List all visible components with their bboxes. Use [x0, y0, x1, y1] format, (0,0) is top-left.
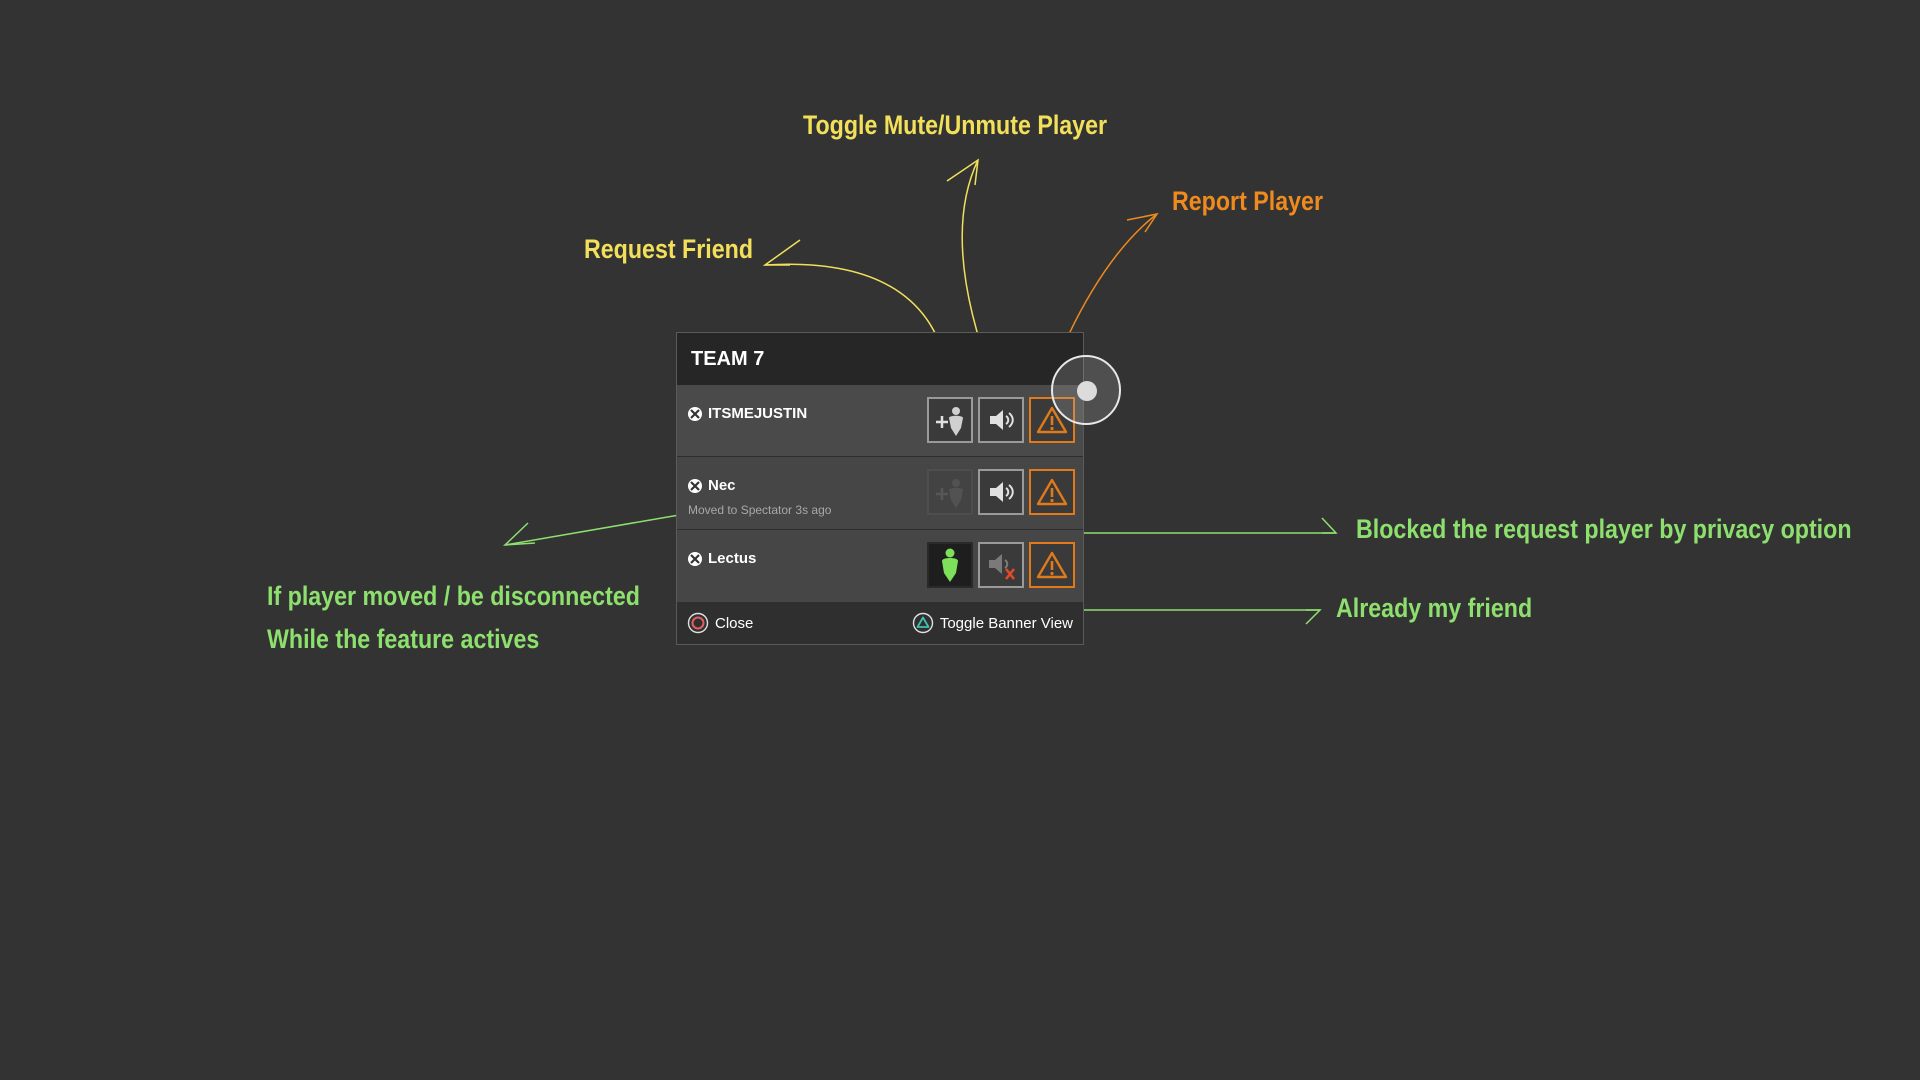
- player-status-text: Moved to Spectator 3s ago: [688, 503, 832, 517]
- xbox-icon: [688, 478, 702, 493]
- speaker-icon: [990, 482, 1014, 502]
- player-actions: [927, 469, 1075, 515]
- player-name: Lectus: [708, 550, 757, 567]
- player-row: Lectus: [677, 530, 1083, 603]
- close-label: Close: [715, 614, 754, 632]
- warning-triangle-icon: [1036, 551, 1068, 579]
- report-button[interactable]: [1029, 469, 1075, 515]
- mute-toggle-button[interactable]: [978, 397, 1024, 443]
- warning-triangle-icon: [1036, 406, 1068, 434]
- annotation-request-friend: Request Friend: [584, 234, 754, 264]
- player-name-group: Lectus: [688, 550, 756, 567]
- circle-button-icon: [687, 612, 709, 634]
- player-row: Nec Moved to Spectator 3s ago: [677, 457, 1083, 530]
- team-panel: TEAM 7 ITSMEJUSTIN: [676, 332, 1084, 645]
- triangle-button-icon: [912, 612, 934, 634]
- player-name-group: ITSMEJUSTIN: [688, 405, 807, 422]
- speaker-muted-icon: [989, 554, 1016, 580]
- mute-toggle-button[interactable]: [978, 542, 1024, 588]
- player-row: ITSMEJUSTIN: [677, 385, 1083, 457]
- request-friend-button-disabled: [927, 469, 973, 515]
- panel-title: TEAM 7: [691, 347, 765, 370]
- xbox-icon: [688, 551, 702, 566]
- speaker-icon: [990, 410, 1014, 430]
- player-name-group: Nec: [688, 477, 736, 494]
- toggle-banner-view-label: Toggle Banner View: [939, 614, 1073, 632]
- player-name: ITSMEJUSTIN: [708, 405, 808, 422]
- annotation-toggle-mute: Toggle Mute/Unmute Player: [803, 110, 1108, 140]
- panel-header: TEAM 7: [677, 333, 1083, 385]
- annotation-moved-line1: If player moved / be disconnected: [267, 581, 640, 611]
- annotation-already-friend: Already my friend: [1336, 593, 1533, 623]
- toggle-banner-view-button[interactable]: Toggle Banner View: [912, 612, 1073, 634]
- xbox-icon: [688, 406, 702, 421]
- friend-status-indicator: [927, 542, 973, 588]
- request-friend-button[interactable]: [927, 397, 973, 443]
- player-actions: [927, 397, 1075, 443]
- warning-triangle-icon: [1036, 478, 1068, 506]
- add-friend-icon: [936, 407, 963, 436]
- pointer-cursor: [1051, 355, 1121, 425]
- player-name: Nec: [708, 477, 736, 494]
- annotation-blocked: Blocked the request player by privacy op…: [1356, 514, 1852, 544]
- annotation-moved-line2: While the feature actives: [267, 624, 540, 654]
- cursor-dot: [1077, 381, 1097, 401]
- report-button[interactable]: [1029, 542, 1075, 588]
- annotation-report: Report Player: [1172, 186, 1323, 216]
- player-actions: [927, 542, 1075, 588]
- add-friend-icon: [936, 479, 963, 508]
- close-button[interactable]: Close: [687, 612, 753, 634]
- friend-person-icon: [942, 548, 958, 582]
- panel-footer: Close Toggle Banner View: [677, 602, 1083, 644]
- mute-toggle-button[interactable]: [978, 469, 1024, 515]
